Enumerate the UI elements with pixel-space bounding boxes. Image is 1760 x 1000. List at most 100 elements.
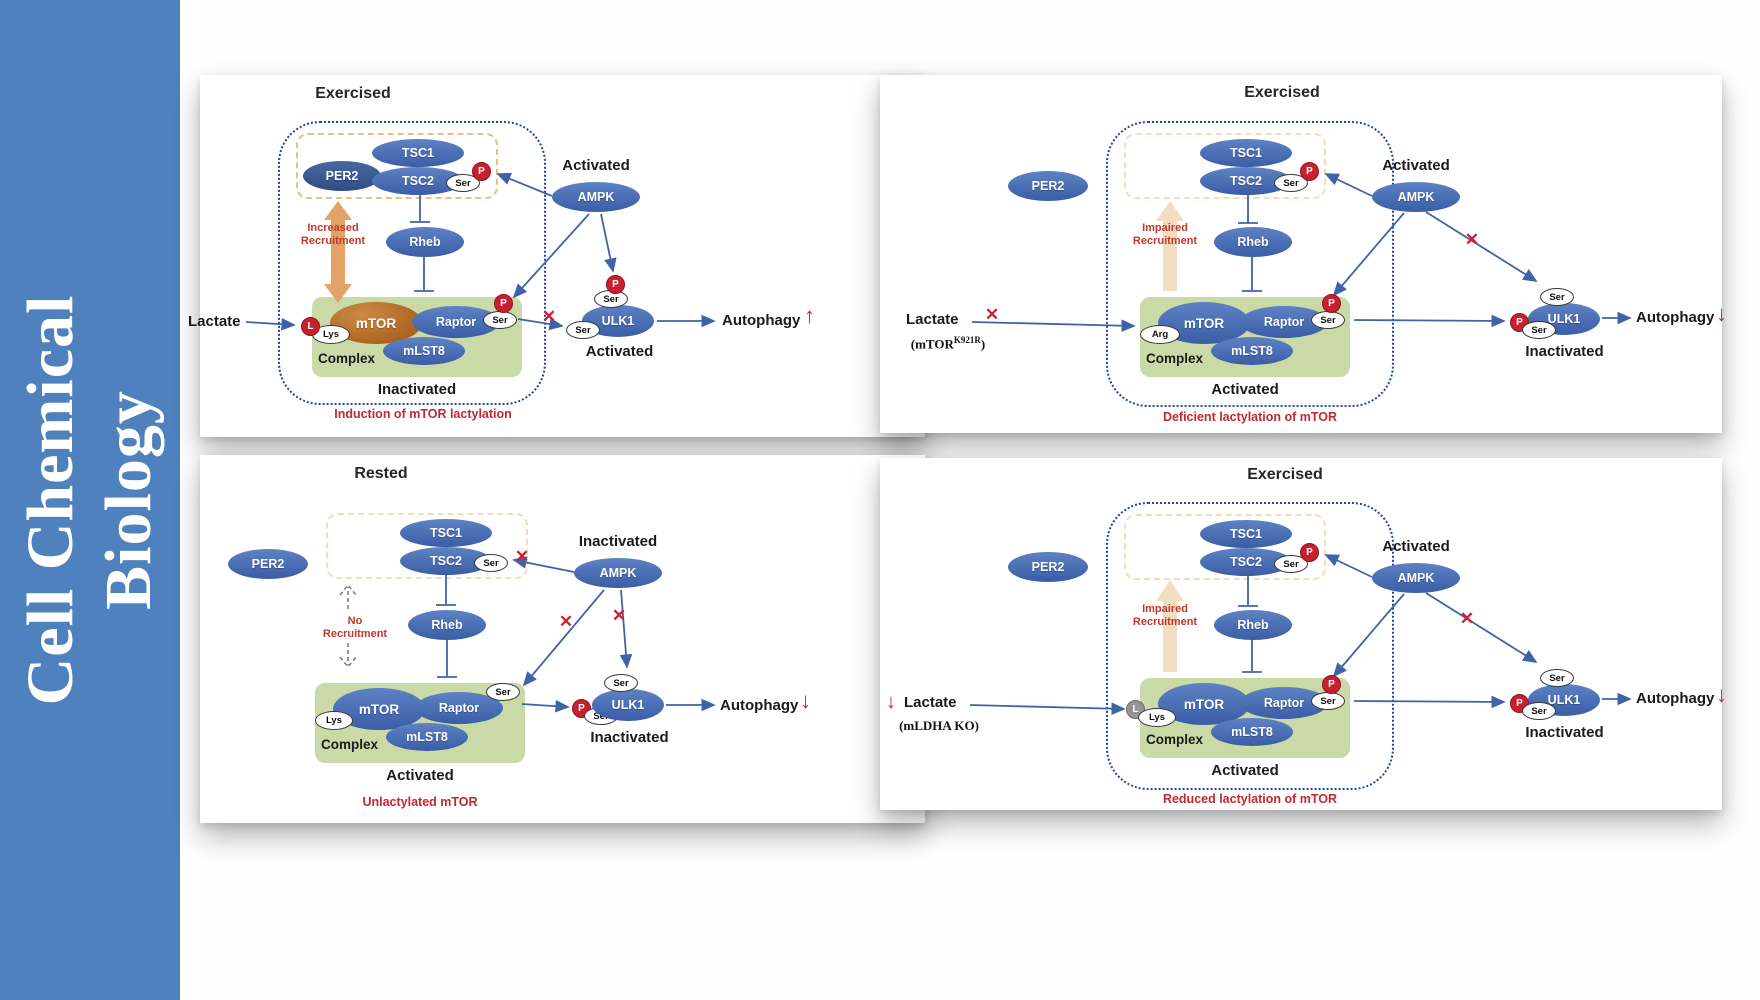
per2-tsc-recruitment-box [1124,514,1326,580]
recruitment-note-line2: Recruitment [322,627,388,640]
ampk-oval: AMPK [1372,182,1460,212]
mlst8-oval: mLST8 [1211,337,1293,365]
recruitment-note: Increased Recruitment [293,222,373,248]
ulk1-oval: ULK1 [592,689,664,721]
panel-title: Exercised [1244,84,1320,101]
panel-title: Rested [354,465,408,482]
raptor-ser-badge: Ser [1311,311,1345,329]
raptor-ser-badge: Ser [1311,692,1345,710]
lactate-label: Lactate [188,313,241,330]
ulk1-top-phospho-badge: P [606,275,625,294]
panel-caption: Unlactylated mTOR [362,795,478,809]
recruitment-note: Impaired Recruitment [1125,222,1205,248]
complex-label: Complex [318,351,376,366]
tsc1-oval: TSC1 [372,139,464,167]
blocked-ampk-tsc2-x-icon: ✕ [514,547,530,566]
raptor-phospho-badge: P [494,294,513,313]
recruitment-note-line2: Recruitment [300,234,366,247]
ulk1-top-ser-badge: Ser [1540,669,1574,687]
panel-caption: Induction of mTOR lactylation [334,407,512,421]
no-recruitment-down-arrow [339,643,357,669]
ulk1-bottom-ser-badge: Ser [1522,321,1556,339]
lactyl-badge: L [301,317,320,336]
arg-badge: Arg [1140,325,1180,344]
mlst8-oval: mLST8 [386,723,468,751]
journal-title-line2: Biology [92,390,165,610]
tsc1-oval: TSC1 [400,519,492,547]
blocked-ampk-ulk1-x-icon: ✕ [1464,230,1480,249]
ulk1-state: Inactivated [1525,724,1604,741]
raptor-phospho-badge: P [1322,294,1341,313]
rheb-oval: Rheb [408,610,486,640]
journal-title-line1: Cell Chemical [14,294,88,706]
recruitment-note-line1: Increased [307,222,359,234]
autophagy-down-arrow-icon: ↓ [800,688,811,713]
ampk-state: Activated [562,157,630,174]
panel3-connectors [339,556,716,713]
per2-tsc-recruitment-box [326,513,528,579]
blocked-x-icon: ✕ [541,307,557,326]
recruitment-note: Impaired Recruitment [1125,603,1205,629]
complex-label: Complex [1146,351,1204,366]
complex-state: Activated [1211,762,1279,779]
complex-label: Complex [321,737,379,752]
raptor-phospho-badge: P [1322,675,1341,694]
mutant-note-close: ) [980,336,986,352]
mutant-note: (mTORK921R) [888,335,1008,352]
journal-title: Cell Chemical Biology [12,295,168,706]
rheb-oval: Rheb [1214,227,1292,257]
blocked-lactate-x-icon: ✕ [984,305,1000,324]
recruitment-note-line1: No [347,615,363,627]
tsc2-oval: TSC2 [372,167,464,195]
panel-exercised-lactylation: Exercised PER2 TSC1 TSC2 Ser P Activated… [188,75,925,437]
panel-title: Exercised [315,85,391,102]
autophagy-label: Autophagy [722,312,801,329]
autophagy-label: Autophagy [720,697,799,714]
tsc2-phospho-badge: P [472,162,491,181]
raptor-ser-badge: Ser [486,683,520,701]
per2-oval: PER2 [303,161,381,191]
autophagy-down-arrow-icon: ↓ [1716,682,1727,707]
recruitment-note-line2: Recruitment [1132,615,1198,628]
ulk1-top-ser-badge: Ser [1540,288,1574,306]
ampk-state: Inactivated [578,533,658,550]
complex-label: Complex [1146,732,1204,747]
panel-rested: Rested PER2 TSC1 TSC2 Ser ✕ Inactivated … [200,455,925,823]
ulk1-state: Inactivated [590,729,669,746]
recruitment-note: No Recruitment [315,615,395,641]
ulk1-oval: ULK1 [1528,303,1600,335]
raptor-oval: Raptor [415,692,503,724]
knockout-note: (mLDHA KO) [899,718,979,733]
ampk-oval: AMPK [552,182,640,212]
per2-oval: PER2 [228,549,308,579]
ulk1-bottom-ser-badge: Ser [566,321,600,339]
tsc2-oval: TSC2 [1200,167,1292,195]
per2-oval: PER2 [1008,171,1088,201]
autophagy-label: Autophagy [1636,690,1715,707]
lys-badge: Lys [315,711,353,730]
tsc2-ser-badge: Ser [446,174,480,192]
autophagy-down-arrow-icon: ↓ [1716,301,1727,326]
mlst8-oval: mLST8 [383,337,465,365]
per2-oval: PER2 [1008,552,1088,582]
ulk1-state: Activated [585,343,654,360]
ampk-state: Activated [1382,538,1450,555]
complex-state: Activated [386,767,454,784]
per2-tsc-recruitment-box [1124,133,1326,199]
panel-exercised-k921r: Exercised PER2 TSC1 TSC2 Ser P Activated… [880,75,1727,433]
mutant-note-base: (mTOR [910,336,954,352]
complex-state: Inactivated [377,381,457,398]
complex-state: Activated [1211,381,1279,398]
ulk1-state: Inactivated [1525,343,1604,360]
autophagy-label: Autophagy [1636,309,1715,326]
blocked-ampk-ulk1-x-icon: ✕ [1459,609,1475,628]
mutant-note-sup: K921R [953,335,981,345]
blocked-ampk-ulk1-x-icon: ✕ [611,606,627,625]
recruitment-note-line2: Recruitment [1132,234,1198,247]
recruitment-note-line1: Impaired [1142,603,1188,615]
no-recruitment-up-arrow [339,583,357,609]
rheb-oval: Rheb [1214,610,1292,640]
autophagy-up-arrow-icon: ↑ [804,303,815,328]
ulk1-bottom-ser-badge: Ser [1522,702,1556,720]
